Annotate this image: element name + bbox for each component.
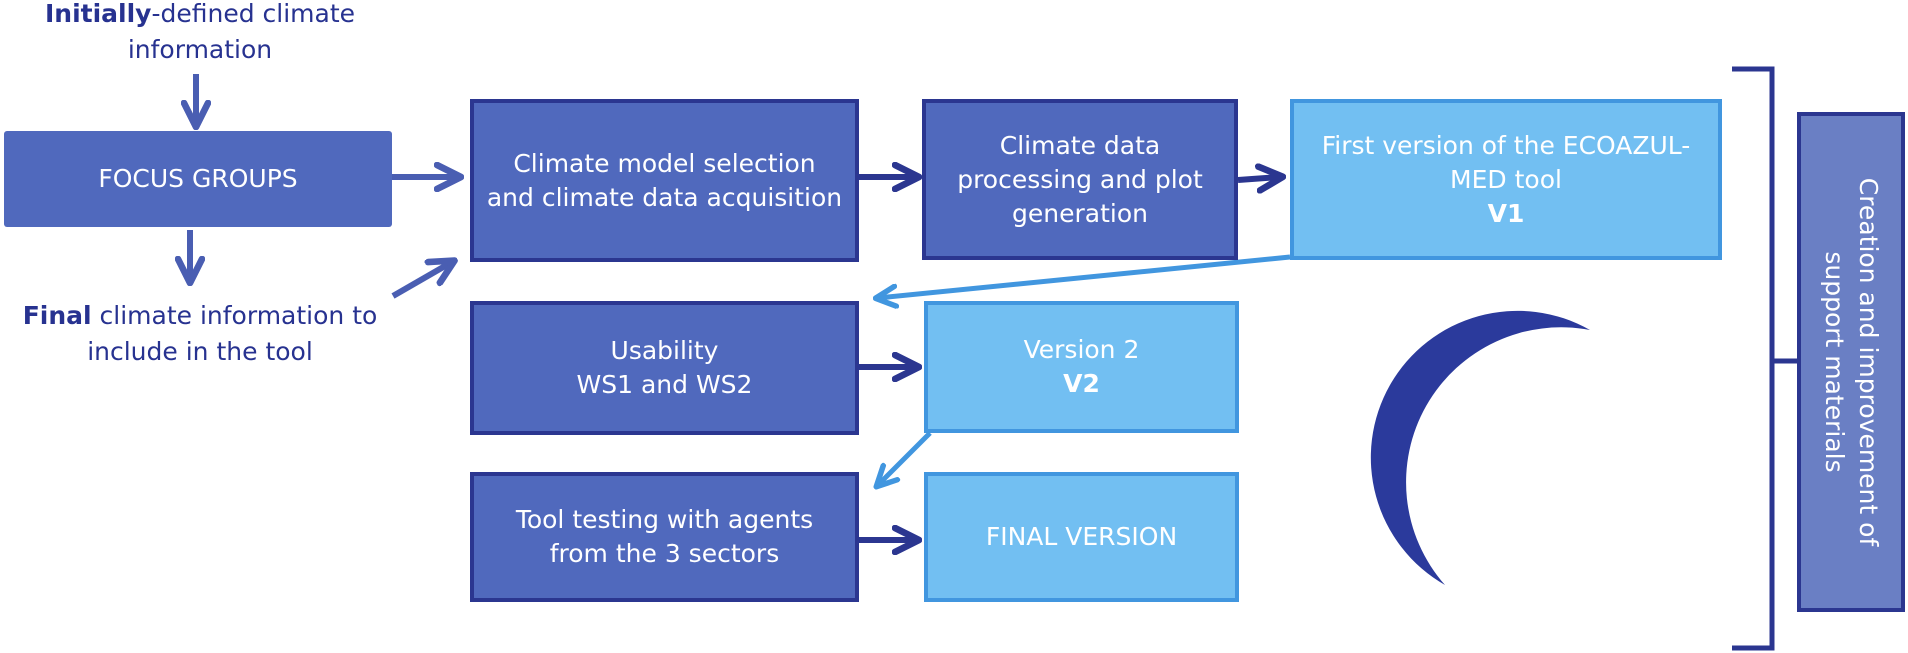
version2-tag: V2 <box>1063 369 1100 398</box>
usability-label-line2: WS1 and WS2 <box>576 370 753 399</box>
final-info-line1: Final climate information to <box>0 298 400 334</box>
final-info-rest: climate information to <box>91 301 378 330</box>
support-materials-panel: Creation and improvement of support mate… <box>1797 112 1905 612</box>
usability-label-line1: Usability <box>610 336 719 365</box>
version2-box: Version 2 V2 <box>924 301 1239 433</box>
version2-label: Version 2 <box>1023 335 1140 364</box>
focus-groups-label: FOCUS GROUPS <box>98 164 298 193</box>
first-version-tag: V1 <box>1487 198 1525 228</box>
bracket <box>1732 66 1775 651</box>
initial-info-line2: information <box>127 35 273 64</box>
final-version-label: FINAL VERSION <box>985 522 1178 551</box>
initial-info-line1: Initially-defined climate <box>0 0 400 32</box>
final-info-bold: Final <box>22 301 92 330</box>
support-materials-label: Creation and improvement of support mate… <box>1820 177 1883 547</box>
model-selection-box: Climate model selection and climate data… <box>470 99 859 262</box>
arrow-v1-to-usability <box>878 254 1291 298</box>
initial-info-rest: -defined climate <box>151 0 356 28</box>
first-version-label: First version of the ECOAZUL-MED tool <box>1321 130 1691 194</box>
data-processing-box: Climate data processing and plot generat… <box>922 99 1238 260</box>
tool-testing-label: Tool testing with agents from the 3 sect… <box>515 505 814 568</box>
focus-groups-box: FOCUS GROUPS <box>4 131 392 227</box>
usability-box: Usability WS1 and WS2 <box>470 301 859 435</box>
arrow-processing-to-v1 <box>1237 177 1280 180</box>
crescent-logo-icon <box>1370 310 1666 637</box>
arrow-v2-to-testing <box>878 431 932 485</box>
arrow-final-to-model <box>391 262 452 299</box>
initial-info-text: Initially-defined climate information <box>0 0 400 68</box>
model-selection-label: Climate model selection and climate data… <box>486 148 843 212</box>
final-version-box: FINAL VERSION <box>924 472 1239 602</box>
data-processing-label: Climate data processing and plot generat… <box>957 130 1203 228</box>
outer-crescent <box>1370 310 1590 585</box>
initial-info-bold: Initially <box>44 0 152 28</box>
first-version-box: First version of the ECOAZUL-MED tool V1 <box>1290 99 1722 260</box>
final-info-text: Final climate information to include in … <box>0 298 400 370</box>
inner-crescent <box>1410 363 1666 637</box>
final-info-line2: include in the tool <box>87 337 313 366</box>
tool-testing-box: Tool testing with agents from the 3 sect… <box>470 472 859 602</box>
